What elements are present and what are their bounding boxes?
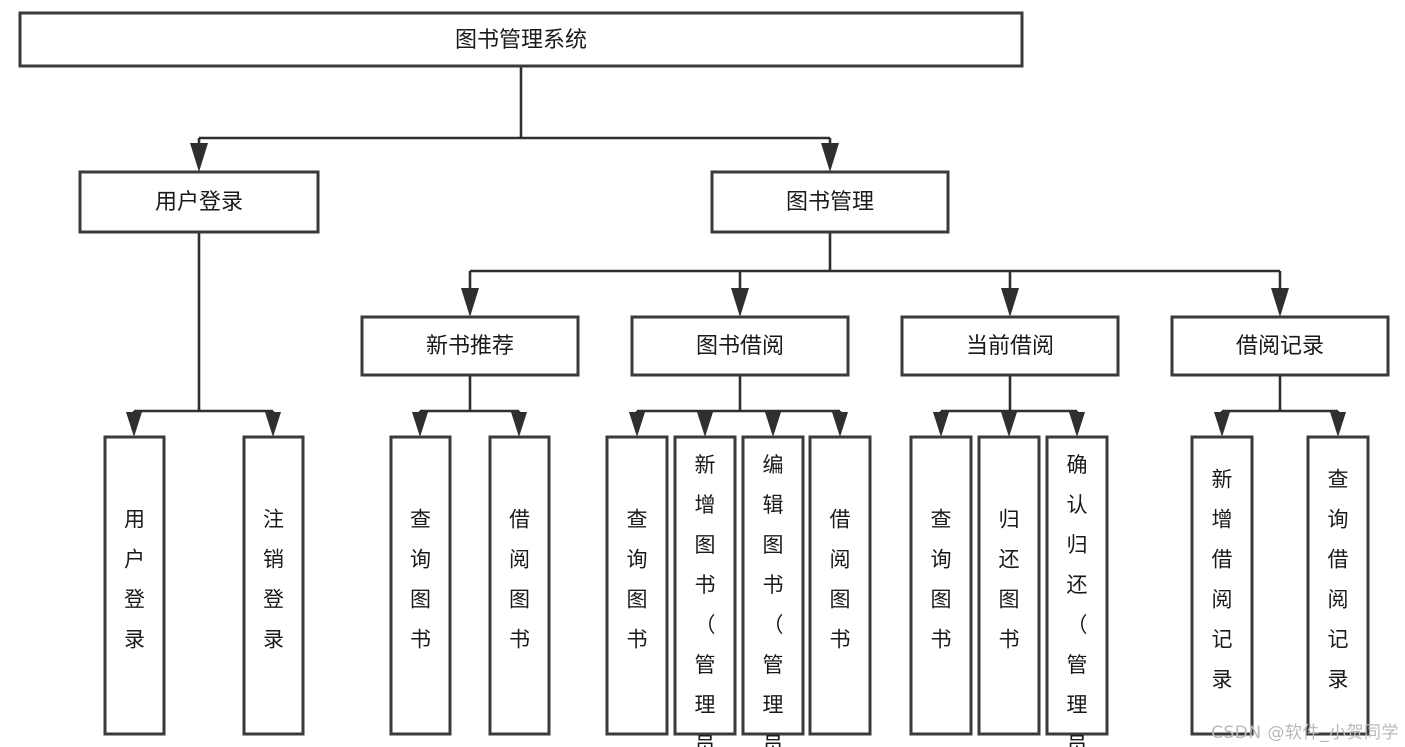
node-user-login-box[interactable] [78, 170, 320, 234]
leaf-query-record-box[interactable] [1306, 435, 1370, 736]
leaf-borrow-book-1-box[interactable] [488, 435, 551, 736]
leaf-borrow-book-2-label: 借阅图书 [830, 508, 851, 652]
node-book-management[interactable]: 图书管理 [710, 170, 950, 234]
leaf-query-book-3[interactable]: 查询图书 [909, 435, 973, 736]
leaf-query-book-3-box[interactable] [909, 435, 973, 736]
arrow-head-icon [190, 143, 208, 172]
leaf-add-book[interactable]: 新增图书（管理员） [673, 435, 737, 747]
leaf-edit-book-box[interactable] [741, 435, 805, 736]
arrow-head-icon [821, 143, 839, 172]
node-user-login-label: 用户登录 [155, 190, 243, 215]
node-book-management-box[interactable] [710, 170, 950, 234]
leaf-return-book-box[interactable] [977, 435, 1041, 736]
leaf-query-book-2[interactable]: 查询图书 [605, 435, 669, 736]
node-book-borrow[interactable]: 图书借阅 [630, 315, 850, 377]
leaf-borrow-book-1-label: 借阅图书 [509, 508, 530, 652]
leaf-logout-box[interactable] [242, 435, 305, 736]
leaf-query-book-1-label: 查询图书 [410, 508, 431, 652]
node-current-borrow[interactable]: 当前借阅 [900, 315, 1120, 377]
node-user-login[interactable]: 用户登录 [78, 170, 320, 234]
leaf-add-book-label: 新增图书（管理员） [695, 453, 716, 747]
arrow-head-icon [933, 412, 949, 437]
leaf-confirm-return[interactable]: 确认归还（管理员） [1045, 435, 1109, 747]
leaf-add-record-label: 新增借阅记录 [1212, 468, 1233, 692]
node-current-borrow-box[interactable] [900, 315, 1120, 377]
leaf-query-record[interactable]: 查询借阅记录 [1306, 435, 1370, 736]
arrow-head-icon [1001, 412, 1017, 437]
leaf-confirm-return-box[interactable] [1045, 435, 1109, 736]
leaf-return-book[interactable]: 归还图书 [977, 435, 1041, 736]
arrow-head-icon [126, 412, 142, 437]
node-book-borrow-box[interactable] [630, 315, 850, 377]
arrow-head-icon [765, 412, 781, 437]
leaf-query-book-2-box[interactable] [605, 435, 669, 736]
node-new-book-recommend-label: 新书推荐 [426, 334, 514, 359]
arrow-head-icon [697, 412, 713, 437]
arrow-head-icon [1330, 412, 1346, 437]
node-root-label: 图书管理系统 [455, 28, 587, 53]
arrow-head-icon [731, 288, 749, 317]
leaf-query-book-3-label: 查询图书 [931, 508, 952, 652]
arrow-head-icon [412, 412, 428, 437]
node-current-borrow-label: 当前借阅 [966, 334, 1054, 359]
leaf-layer: 用户登录 注销登录 查询图书 借阅图书 查询图书 新增图书（管理员） 编辑图书（管理员） 借阅… [103, 435, 1370, 747]
leaf-borrow-book-1[interactable]: 借阅图书 [488, 435, 551, 736]
leaf-borrow-book-2-box[interactable] [808, 435, 872, 736]
leaf-user-login-box[interactable] [103, 435, 166, 736]
connector-layer [126, 66, 1346, 437]
leaf-return-book-label: 归还图书 [999, 508, 1020, 652]
arrow-head-icon [629, 412, 645, 437]
node-new-book-recommend-box[interactable] [360, 315, 580, 377]
leaf-borrow-book-2[interactable]: 借阅图书 [808, 435, 872, 736]
leaf-logout[interactable]: 注销登录 [242, 435, 305, 736]
leaf-query-book-2-label: 查询图书 [627, 508, 648, 652]
node-borrow-record-box[interactable] [1170, 315, 1390, 377]
leaf-user-login-label: 用户登录 [124, 508, 145, 652]
arrow-head-icon [265, 412, 281, 437]
leaf-edit-book[interactable]: 编辑图书（管理员） [741, 435, 805, 747]
leaf-user-login[interactable]: 用户登录 [103, 435, 166, 736]
node-root-box[interactable] [18, 11, 1024, 68]
arrow-head-icon [1069, 412, 1085, 437]
arrow-head-icon [1214, 412, 1230, 437]
leaf-add-record-box[interactable] [1190, 435, 1254, 736]
leaf-query-book-1-box[interactable] [389, 435, 452, 736]
leaf-logout-label: 注销登录 [263, 508, 284, 652]
arrow-head-icon [832, 412, 848, 437]
arrow-head-icon [511, 412, 527, 437]
node-new-book-recommend[interactable]: 新书推荐 [360, 315, 580, 377]
arrow-head-icon [1271, 288, 1289, 317]
leaf-add-book-box[interactable] [673, 435, 737, 736]
arrow-head-icon [1001, 288, 1019, 317]
node-book-borrow-label: 图书借阅 [696, 334, 784, 359]
leaf-query-book-1[interactable]: 查询图书 [389, 435, 452, 736]
node-book-management-label: 图书管理 [786, 190, 874, 215]
node-borrow-record[interactable]: 借阅记录 [1170, 315, 1390, 377]
leaf-confirm-return-label: 确认归还（管理员） [1067, 453, 1088, 747]
leaf-add-record[interactable]: 新增借阅记录 [1190, 435, 1254, 736]
leaf-edit-book-label: 编辑图书（管理员） [763, 453, 784, 747]
leaf-query-record-label: 查询借阅记录 [1328, 468, 1349, 692]
node-root[interactable]: 图书管理系统 [18, 11, 1024, 68]
arrow-head-icon [461, 288, 479, 317]
node-borrow-record-label: 借阅记录 [1236, 334, 1324, 359]
